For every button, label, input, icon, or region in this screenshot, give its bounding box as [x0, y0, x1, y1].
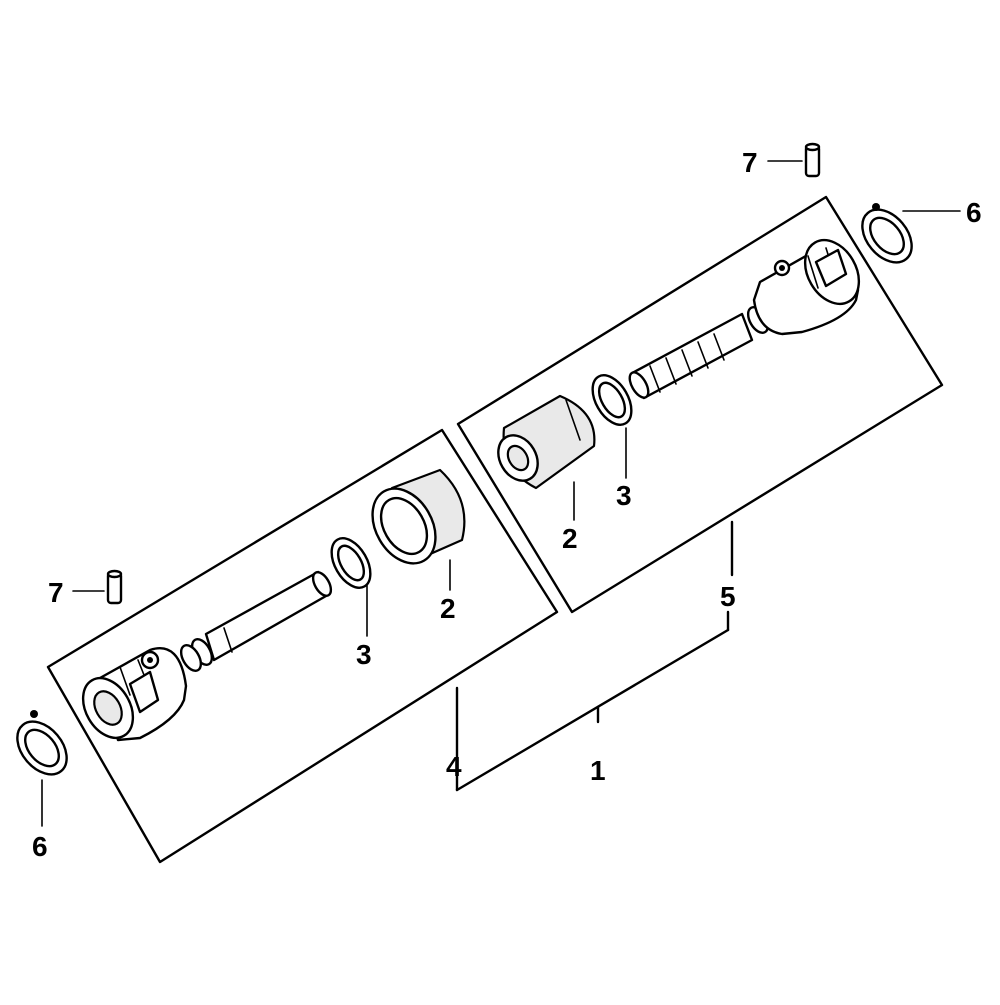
band-clamp-right	[861, 203, 913, 264]
outboard-retaining-ring	[591, 374, 633, 426]
pin-right	[804, 142, 821, 178]
callout-boot-left: 2	[440, 593, 456, 624]
pin-left	[106, 569, 123, 605]
callout-band-right: 6	[966, 197, 982, 228]
outboard-joint-housing	[752, 239, 861, 336]
callout-ring-right: 3	[616, 480, 632, 511]
callout-pin-left: 7	[48, 577, 64, 608]
inboard-joint-housing	[81, 647, 188, 742]
callout-joint-outboard: 5	[720, 581, 736, 612]
callout-assembly: 1	[590, 755, 606, 786]
frame-inboard-joint	[46, 428, 559, 864]
callout-band-left: 6	[32, 831, 48, 862]
inboard-retaining-ring	[330, 537, 372, 589]
outboard-shaft	[628, 306, 770, 400]
band-clamp-left	[16, 710, 68, 776]
assembly-bracket	[455, 520, 734, 792]
inboard-boot	[371, 468, 466, 565]
callout-pin-right: 7	[742, 147, 758, 178]
callout-boot-right: 2	[562, 523, 578, 554]
frame-outboard-joint	[456, 195, 944, 614]
outboard-boot	[497, 394, 596, 490]
inboard-shaft	[179, 570, 333, 672]
leader-lines	[41, 160, 961, 827]
callout-joint-inboard: 4	[446, 751, 462, 782]
callout-ring-left: 3	[356, 639, 372, 670]
